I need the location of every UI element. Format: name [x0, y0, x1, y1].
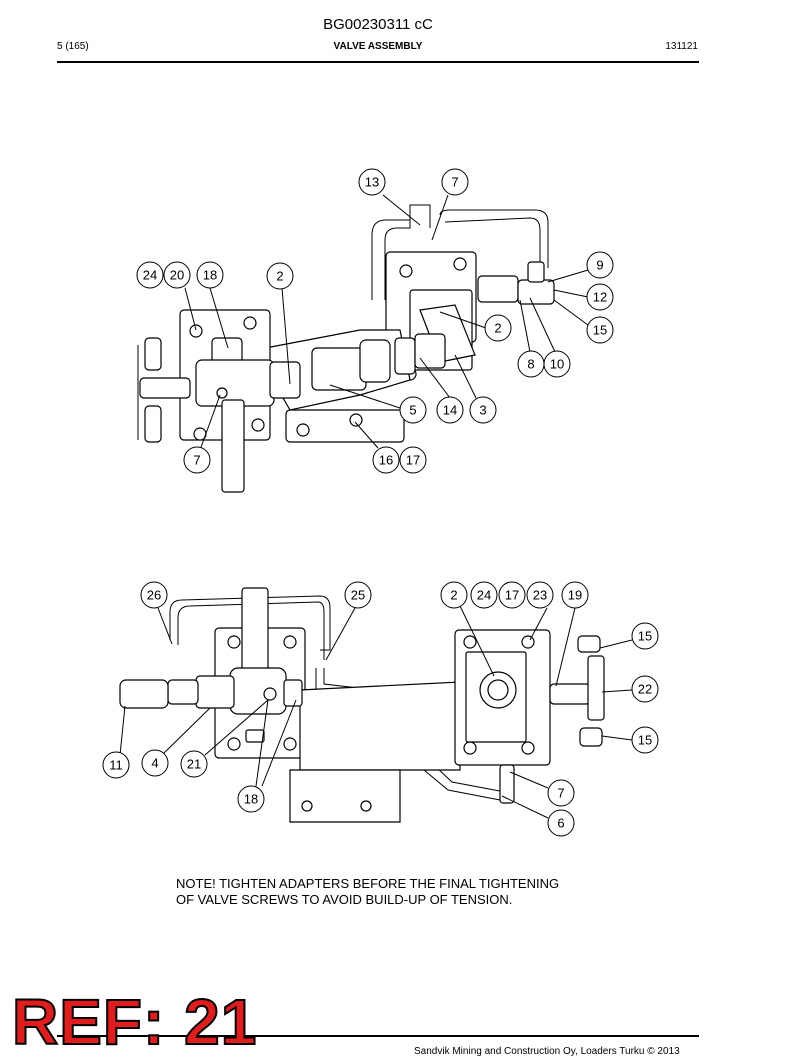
callout-16: 16 — [372, 446, 400, 474]
top-leader-lines — [184, 194, 593, 451]
svg-text:21: 21 — [187, 757, 201, 772]
callout-17: 17 — [498, 581, 526, 609]
callout-3: 3 — [469, 396, 497, 424]
callout-11: 11 — [102, 751, 130, 779]
callout-21: 21 — [180, 750, 208, 778]
svg-text:9: 9 — [596, 258, 603, 273]
callout-15: 15 — [631, 726, 659, 754]
svg-text:10: 10 — [550, 357, 564, 372]
callout-2: 2 — [266, 262, 294, 290]
callout-15: 15 — [631, 622, 659, 650]
callout-26: 26 — [140, 581, 168, 609]
svg-text:5: 5 — [409, 403, 416, 418]
callout-2: 2 — [484, 314, 512, 342]
note-line-1: NOTE! TIGHTEN ADAPTERS BEFORE THE FINAL … — [176, 876, 560, 891]
callout-22: 22 — [631, 675, 659, 703]
svg-text:20: 20 — [170, 268, 184, 283]
bottom-assembly-view — [119, 587, 605, 823]
svg-text:4: 4 — [151, 756, 158, 771]
svg-text:18: 18 — [203, 268, 217, 283]
svg-text:15: 15 — [593, 323, 607, 338]
svg-text:17: 17 — [406, 453, 420, 468]
callout-4: 4 — [141, 749, 169, 777]
callout-2: 2 — [440, 581, 468, 609]
footer-rule — [57, 1035, 699, 1037]
svg-text:26: 26 — [147, 588, 161, 603]
callout-19: 19 — [561, 581, 589, 609]
svg-text:2: 2 — [276, 269, 283, 284]
svg-text:18: 18 — [244, 792, 258, 807]
svg-text:24: 24 — [477, 588, 491, 603]
callout-7: 7 — [441, 168, 469, 196]
callout-7: 7 — [183, 446, 211, 474]
callout-13: 13 — [358, 168, 386, 196]
callout-14: 14 — [436, 396, 464, 424]
svg-text:24: 24 — [143, 268, 157, 283]
page-number: 5 (165) — [57, 41, 89, 52]
callout-6: 6 — [547, 809, 575, 837]
callout-20: 20 — [163, 261, 191, 289]
svg-text:6: 6 — [557, 816, 564, 831]
svg-text:14: 14 — [443, 403, 457, 418]
svg-text:7: 7 — [193, 453, 200, 468]
svg-text:15: 15 — [638, 629, 652, 644]
ref-badge: REF: 21 — [11, 985, 258, 1059]
svg-text:22: 22 — [638, 682, 652, 697]
callout-24: 24 — [470, 581, 498, 609]
callout-9: 9 — [586, 251, 614, 279]
callout-23: 23 — [526, 581, 554, 609]
callout-8: 8 — [517, 350, 545, 378]
callout-24: 24 — [136, 261, 164, 289]
document-date: 131121 — [665, 41, 698, 52]
svg-text:17: 17 — [505, 588, 519, 603]
svg-text:8: 8 — [527, 357, 534, 372]
top-assembly-view — [137, 204, 555, 493]
tightening-note: NOTE! TIGHTEN ADAPTERS BEFORE THE FINAL … — [176, 876, 559, 908]
svg-text:11: 11 — [109, 758, 123, 773]
svg-text:25: 25 — [351, 588, 365, 603]
callout-18: 18 — [196, 261, 224, 289]
callout-5: 5 — [399, 396, 427, 424]
callout-25: 25 — [344, 581, 372, 609]
svg-text:19: 19 — [568, 588, 582, 603]
svg-text:23: 23 — [533, 588, 547, 603]
svg-text:7: 7 — [451, 175, 458, 190]
footer-copyright: Sandvik Mining and Construction Oy, Load… — [414, 1046, 680, 1057]
svg-text:2: 2 — [450, 588, 457, 603]
svg-text:13: 13 — [365, 175, 379, 190]
svg-text:2: 2 — [494, 321, 501, 336]
callout-17: 17 — [399, 446, 427, 474]
svg-text:3: 3 — [479, 403, 486, 418]
svg-text:12: 12 — [593, 290, 607, 305]
svg-text:7: 7 — [557, 786, 564, 801]
header-rule — [57, 61, 699, 63]
callout-10: 10 — [543, 350, 571, 378]
callout-7: 7 — [547, 779, 575, 807]
page-title: VALVE ASSEMBLY — [333, 41, 423, 52]
callout-15: 15 — [586, 316, 614, 344]
bottom-leader-lines — [119, 605, 633, 819]
svg-text:15: 15 — [638, 733, 652, 748]
callout-18: 18 — [237, 785, 265, 813]
document-code: BG00230311 cC — [323, 16, 433, 33]
note-line-2: OF VALVE SCREWS TO AVOID BUILD-UP OF TEN… — [176, 892, 513, 907]
svg-text:16: 16 — [379, 453, 393, 468]
callout-12: 12 — [586, 283, 614, 311]
